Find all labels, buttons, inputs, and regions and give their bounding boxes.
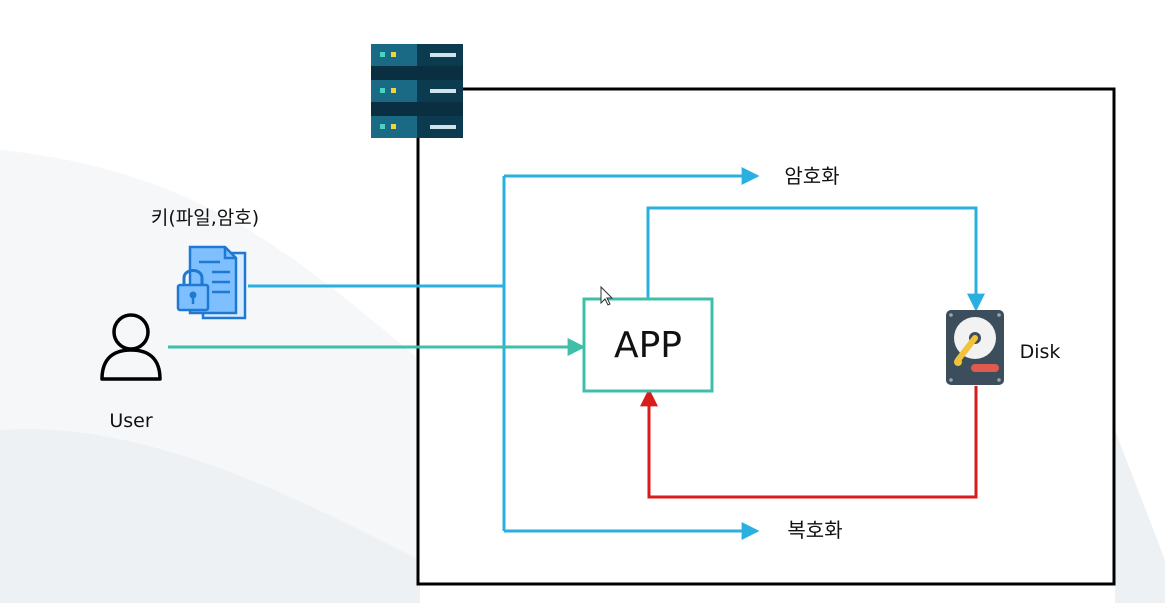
disk-label: Disk (1020, 341, 1061, 363)
hard-disk-icon (946, 310, 1004, 385)
encrypt-label: 암호화 (784, 164, 839, 188)
app-label: APP (614, 325, 682, 366)
key-flow-lines (248, 176, 506, 531)
app-box (582, 297, 714, 393)
key-label: 키(파일,암호) (151, 207, 259, 229)
user-icon (100, 313, 162, 381)
locked-document-icon (176, 245, 247, 320)
user-label: User (109, 410, 152, 432)
disk-to-app-arrow (640, 386, 978, 499)
mouse-cursor-icon (600, 285, 614, 306)
server-rack-icon (371, 44, 463, 138)
background-decoration (0, 150, 1165, 603)
server-boundary-box (416, 87, 1116, 586)
app-to-disk-arrow (646, 206, 985, 312)
decrypt-label: 복호화 (787, 518, 842, 542)
